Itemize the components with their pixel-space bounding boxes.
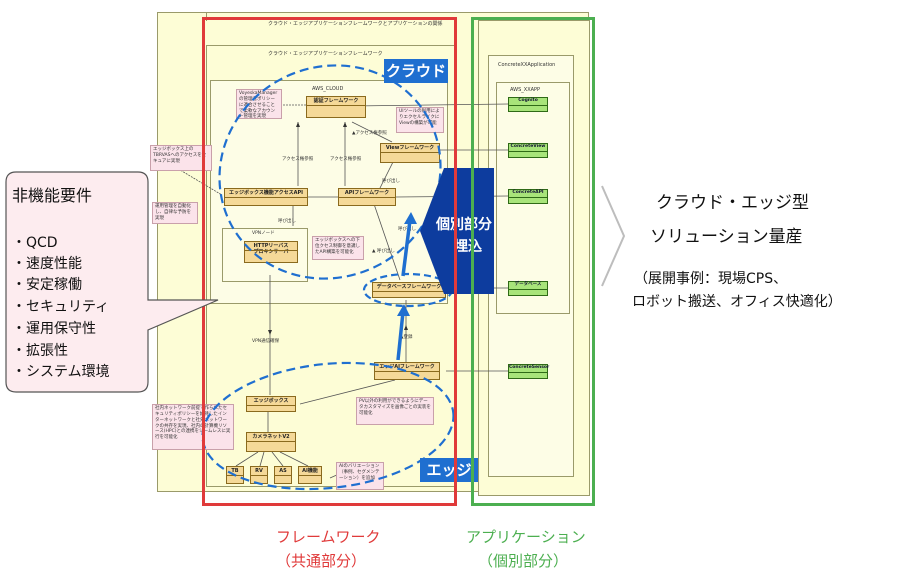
result-chevron <box>601 185 626 287</box>
class-database-framework: データベースフレームワーク <box>372 282 446 298</box>
embed-arrow <box>420 168 494 294</box>
application-package-title: ConcreteXXApplication <box>498 62 556 68</box>
callout-item-stability: ・安定稼働 <box>12 277 82 293</box>
framework-outline <box>202 17 457 506</box>
label-access-ref-3: ▲アクセス権参照 <box>352 131 387 136</box>
note-secure-access: エッジボックス上のTBRVASへのアクセスをセキュアに実現 <box>150 145 212 171</box>
edge-dashed-ellipse <box>201 361 455 491</box>
embed-arrow-label-1: 個別部分 <box>436 217 492 233</box>
callout-item-security: ・セキュリティ <box>12 299 110 315</box>
class-http-proxy: HTTPリーバス プロキシサーバ <box>244 241 298 263</box>
class-edgebox-access-api: エッジボックス機能アクセスAPI <box>224 188 308 206</box>
app-class-concrete-api: ConcreteAPI <box>508 189 548 204</box>
flow-arrow-2 <box>396 311 405 361</box>
result-example-2: ロボット搬送、オフィス快適化） <box>632 294 842 310</box>
callout-item-maintainability: ・運用保守性 <box>12 321 96 337</box>
application-label-2: （個別部分） <box>478 552 569 570</box>
label-call-3: 呼び出し <box>398 227 416 232</box>
application-outline <box>471 17 595 506</box>
edge-label: エッジ <box>420 458 478 482</box>
app-class-concrete-view: ConcreteView <box>508 143 548 158</box>
label-call-4: ▲ 呼び出し <box>372 249 395 254</box>
framework-label-1: フレームワーク <box>276 528 381 546</box>
application-label-1: アプリケーション <box>466 528 586 546</box>
outer-package-tab <box>157 12 207 21</box>
label-call-1: 呼び出し <box>382 179 400 184</box>
app-class-cognito: Cognito <box>508 97 548 112</box>
class-camera-net: カメラネットV2 <box>246 432 296 452</box>
cloud-dashed-ellipse <box>218 64 442 280</box>
note-ui-tool: UIツールの利用によりエクセルライクにViewの構築が可能 <box>396 107 444 133</box>
note-ops-automation: 運用管理を自動化し、自律な予防を実現 <box>152 202 198 224</box>
flow-arrow-1-head <box>404 212 417 224</box>
callout-item-qcd: ・QCD <box>12 235 58 251</box>
result-line-2: ソリューション量産 <box>650 227 803 247</box>
app-class-database: データベース <box>508 281 548 296</box>
embed-arrow-label-2: 埋込 <box>454 239 482 255</box>
note-network-policy: 社内ネットワーク前提で作られたセキュリティポリシーを維持したインターネットワーク… <box>152 404 234 450</box>
class-auth-framework: 認証フレームワーク <box>306 96 366 118</box>
note-ai-variation: AIのバリエーション（事例、セグメンテーション）を追加 <box>336 462 384 490</box>
result-line-1: クラウド・エッジ型 <box>656 193 809 213</box>
result-example-1: （展開事例：現場CPS、 <box>634 271 788 287</box>
class-api-framework: APIフレームワーク <box>338 188 396 206</box>
app-class-concrete-sensor: ConcreteSensor <box>508 364 549 379</box>
callout-item-extensibility: ・拡張性 <box>12 343 68 359</box>
label-call-2: 呼び出し <box>278 219 296 224</box>
label-access-ref-1: アクセス権参照 <box>282 157 314 162</box>
vpn-node-label: VPNノード <box>252 231 275 236</box>
aws-xxapp-title: AWS_XXAPP <box>510 87 541 93</box>
note-data-customize: PV以外の利用ができるようにデータカスタマイズを画像ごとの実装を可能化 <box>356 397 434 425</box>
label-vpn-comm: VPN通信確保 <box>252 339 280 344</box>
label-register: ▲登録 <box>400 335 413 340</box>
class-ai-function: AI機能 <box>298 466 322 484</box>
framework-label-2: （共通部分） <box>276 552 367 570</box>
label-access-ref-2: アクセス権参照 <box>330 157 362 162</box>
flow-arrow-2-head <box>397 304 410 316</box>
note-api-build: エッジボックスへの下位クセス制御を意識したAPI構築を可能化 <box>312 236 364 260</box>
flow-arrow-1 <box>401 219 412 277</box>
framework-package-title: クラウド・エッジアプリケーションフレームワーク <box>268 51 383 57</box>
callout-title: 非機能要件 <box>12 186 93 205</box>
outer-package-title: クラウド・エッジアプリケーションフレームワークとアプリケーションの関係 <box>268 21 443 27</box>
class-as: AS <box>274 466 292 484</box>
class-edgebox: エッジボックス <box>246 396 296 412</box>
callout-item-speed: ・速度性能 <box>12 256 82 272</box>
aws-cloud-title: AWS_CLOUD <box>312 86 344 92</box>
cloud-label: クラウド <box>384 59 448 83</box>
callout-item-system-env: ・システム環境 <box>12 364 110 380</box>
